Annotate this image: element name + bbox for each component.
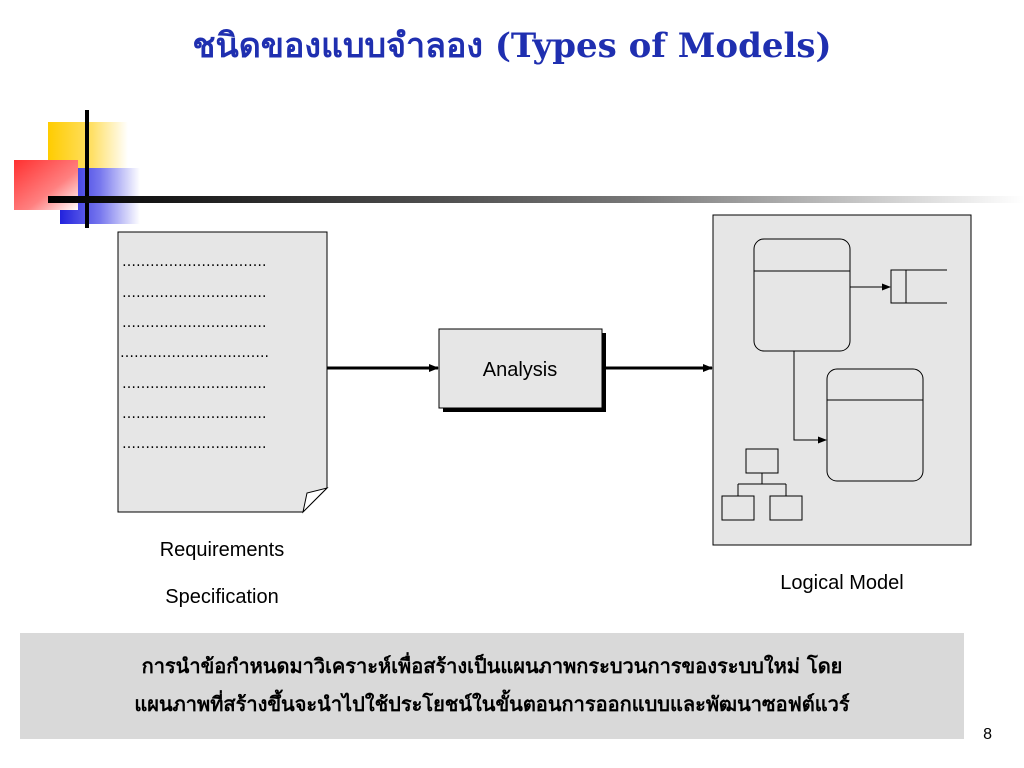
description-text: การนำข้อกำหนดมาวิเคราะห์เพื่อสร้างเป็นแผ… bbox=[20, 647, 964, 723]
document-line: …………………………. bbox=[122, 406, 266, 422]
document-line: …………………………. bbox=[122, 376, 266, 392]
hierarchy-child-right bbox=[769, 495, 803, 521]
hierarchy-parent-box bbox=[745, 448, 779, 474]
page-number: 8 bbox=[983, 726, 992, 743]
document-line: …………………………. bbox=[122, 254, 266, 270]
flow-to-bottom-process bbox=[793, 351, 827, 444]
hierarchy-child-left bbox=[721, 495, 755, 521]
slide-title: ชนิดของแบบจำลอง (Types of Models) bbox=[192, 26, 832, 66]
document-shape bbox=[117, 231, 328, 513]
document-line: …………………………. bbox=[122, 436, 266, 452]
title-decoration bbox=[14, 110, 1024, 228]
logical-model-label: Logical Model bbox=[780, 572, 904, 594]
analysis-process-box: Analysis bbox=[438, 328, 606, 412]
document-line: …………………………. bbox=[122, 285, 266, 301]
deco-horizontal-rule bbox=[48, 196, 1024, 203]
description-line-1: การนำข้อกำหนดมาวิเคราะห์เพื่อสร้างเป็นแผ… bbox=[141, 654, 843, 678]
description-line-2: แผนภาพที่สร้างขึ้นจะนำไปใช้ประโยชน์ในขั้… bbox=[134, 692, 850, 716]
document-line: ………………………….. bbox=[120, 345, 269, 361]
analysis-box bbox=[438, 328, 603, 409]
data-store-shape bbox=[890, 269, 947, 304]
requirements-label-line2: Specification bbox=[165, 586, 279, 608]
requirements-document: …………………………. …………………………. …………………………. …………… bbox=[117, 231, 329, 514]
logical-model-panel bbox=[712, 214, 972, 546]
analysis-label: Analysis bbox=[483, 359, 557, 381]
process-rounded-box-top bbox=[753, 238, 851, 352]
document-line: …………………………. bbox=[122, 315, 266, 331]
requirements-label-line1: Requirements bbox=[159, 539, 285, 561]
document-fold bbox=[302, 487, 329, 514]
deco-vertical-bar bbox=[85, 110, 89, 228]
process-rounded-box-bottom bbox=[826, 368, 924, 482]
description-panel: การนำข้อกำหนดมาวิเคราะห์เพื่อสร้างเป็นแผ… bbox=[20, 633, 964, 739]
